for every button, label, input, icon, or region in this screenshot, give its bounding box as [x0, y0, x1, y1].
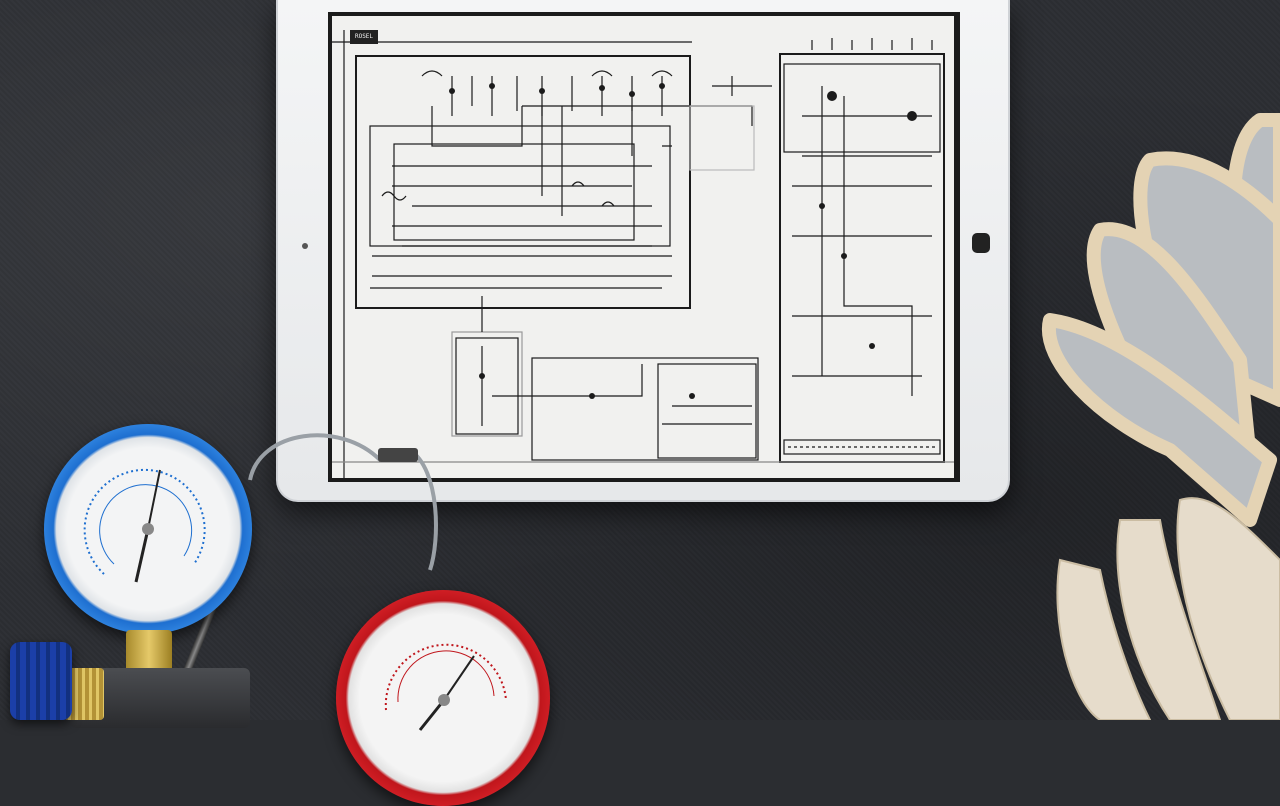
- gauge-face-red: [384, 643, 507, 731]
- work-gloves: [1041, 113, 1280, 720]
- wiring-schematic: [332, 30, 954, 478]
- manifold-knob-blue: [10, 642, 72, 720]
- tablet-screen[interactable]: ROSEL: [328, 12, 960, 482]
- app-badge: ROSEL: [350, 30, 378, 44]
- tablet-home-button[interactable]: [972, 233, 990, 253]
- gauge-brass-fitting: [126, 630, 172, 674]
- high-pressure-gauge: [336, 590, 550, 806]
- gauge-face-blue: [83, 468, 206, 583]
- refrigerant-hose: [248, 433, 438, 571]
- tablet-camera: [302, 243, 308, 249]
- tablet-device: ROSEL: [276, 0, 1010, 502]
- low-pressure-gauge: [44, 424, 252, 634]
